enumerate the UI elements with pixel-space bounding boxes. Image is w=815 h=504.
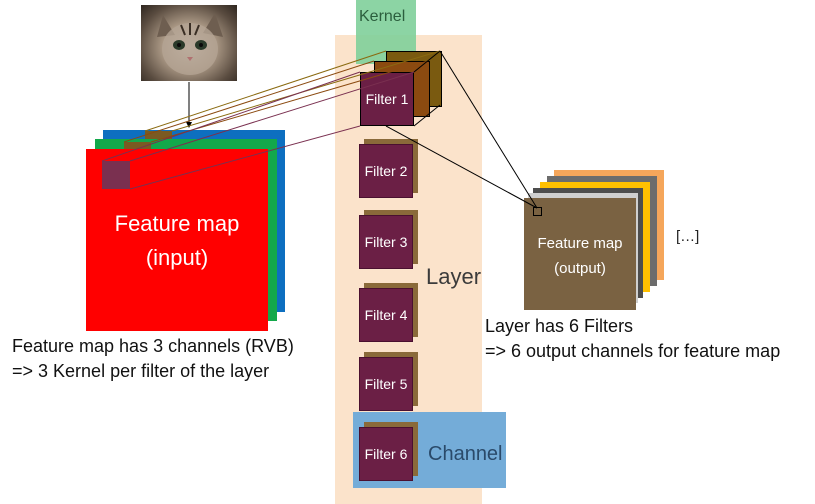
filter-1: Filter 1: [360, 72, 414, 126]
filter-3: Filter 3: [359, 215, 413, 269]
input-feature-map-title: Feature map: [114, 211, 240, 236]
kernel-label: Kernel: [359, 8, 406, 25]
input-note-line1: Feature map has 3 channels (RVB): [12, 336, 294, 356]
output-ellipsis: […]: [676, 228, 700, 245]
input-kernel-patch-red: [102, 161, 130, 189]
output-feature-map-subtitle: (output): [554, 260, 606, 277]
output-feature-map-title: Feature map: [537, 235, 623, 252]
filter-5: Filter 5: [359, 357, 413, 411]
cat-icon: [157, 13, 223, 75]
input-note-line2: => 3 Kernel per filter of the layer: [12, 361, 270, 381]
filter-4: Filter 4: [359, 288, 413, 342]
filter-6: Filter 6: [359, 427, 413, 481]
output-note-line1: Layer has 6 Filters: [485, 316, 634, 336]
layer-label: Layer: [426, 264, 482, 289]
filter-2: Filter 2: [359, 144, 413, 198]
output-pixel: [533, 207, 542, 216]
input-feature-map-subtitle: (input): [145, 245, 209, 270]
channel-label: Channel: [428, 443, 503, 465]
output-note-line2: => 6 output channels for feature map: [485, 341, 781, 361]
output-channel-1: [524, 198, 636, 310]
cat-photo: [141, 5, 237, 81]
